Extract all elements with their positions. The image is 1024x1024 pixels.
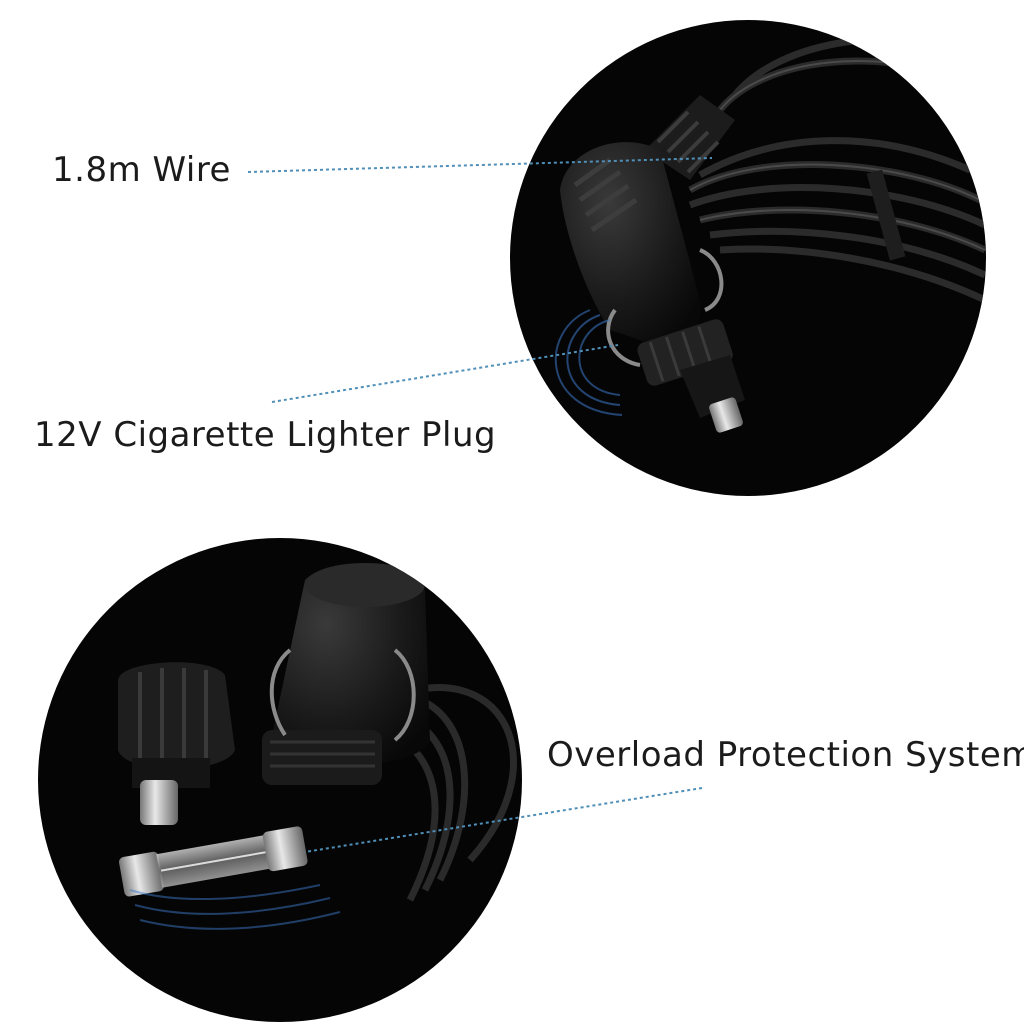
label-plug: 12V Cigarette Lighter Plug <box>34 415 497 455</box>
bottom-photo-circle <box>38 538 522 1022</box>
label-overload-protection: Overload Protection System <box>547 735 1024 775</box>
glow-streaks <box>129 884 341 930</box>
callout-line-wire <box>247 157 713 173</box>
callout-line-overload <box>304 787 703 853</box>
strain-relief <box>645 95 735 180</box>
glow-rings <box>554 309 623 416</box>
lighter-plug-body <box>560 142 745 433</box>
top-photo-circle <box>510 20 986 496</box>
plug-head <box>118 662 235 825</box>
callout-lines <box>247 157 713 853</box>
label-wire: 1.8m Wire <box>52 150 231 190</box>
callout-line-plug <box>271 344 619 403</box>
lighter-socket <box>262 563 430 785</box>
glass-fuse <box>119 826 308 897</box>
